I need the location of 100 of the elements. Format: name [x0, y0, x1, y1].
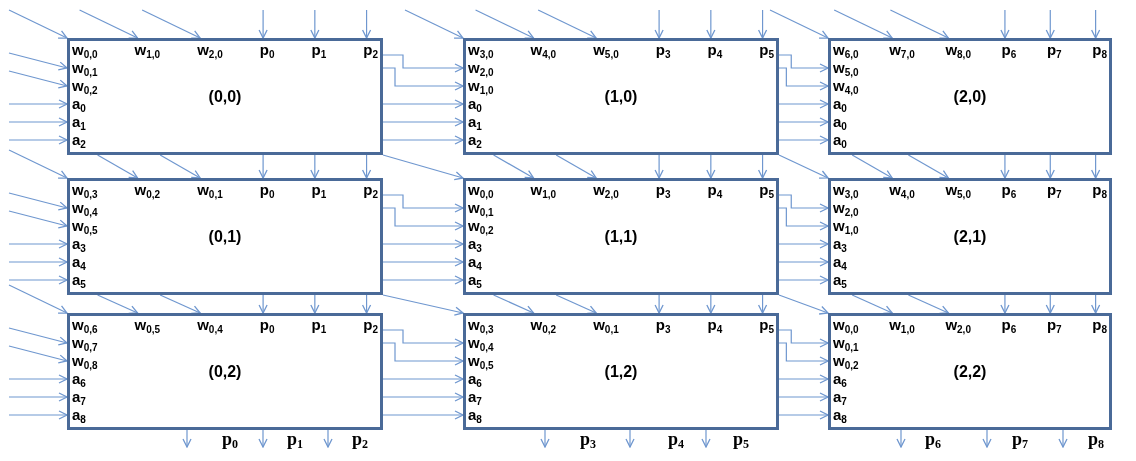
- arrow: [778, 67, 829, 91]
- arrow: [778, 392, 829, 402]
- arrow: [159, 154, 201, 179]
- processing-element-box: [463, 313, 779, 430]
- row-input-label: a$_{4}$: [833, 253, 848, 271]
- input-label: p$_{4}$: [707, 181, 723, 199]
- arrow: [778, 194, 829, 213]
- arrow: [706, 9, 716, 39]
- row-input-label: w$_{0,5}$: [72, 217, 98, 235]
- arrow: [8, 284, 68, 314]
- processing-element-box: [67, 38, 383, 155]
- row-input-label: w$_{0,2}$: [72, 77, 98, 95]
- input-label: w$_{7,0}$: [889, 41, 915, 59]
- row-input-label: a$_{2}$: [72, 131, 87, 149]
- row-input-label: w$_{0,4}$: [72, 199, 98, 217]
- arrow: [382, 207, 464, 231]
- arrow: [258, 294, 268, 314]
- arrow: [757, 9, 768, 39]
- arrow: [778, 135, 829, 145]
- input-label: p$_{8}$: [1092, 316, 1107, 334]
- arrow: [382, 329, 464, 348]
- row-input-label: a$_{0}$: [833, 95, 847, 113]
- row-input-label: a$_{4}$: [72, 253, 87, 271]
- input-label: p$_{0}$: [259, 41, 275, 59]
- arrow: [769, 9, 829, 39]
- coordinate-label: (1,1): [604, 227, 638, 246]
- arrow: [382, 117, 464, 127]
- arrow: [8, 9, 68, 39]
- input-label: w$_{4,0}$: [530, 41, 557, 59]
- arrow: [701, 429, 711, 448]
- input-label: p$_{3}$: [655, 181, 671, 199]
- input-label: w$_{0,4}$: [197, 316, 223, 334]
- arrow: [8, 345, 68, 364]
- arrow: [8, 70, 68, 89]
- processing-element-box: [463, 178, 779, 295]
- input-label: p$_{0}$: [259, 181, 275, 199]
- input-label: w$_{1,0}$: [134, 41, 161, 59]
- input-label: w$_{3,0}$: [833, 181, 859, 199]
- arrow: [382, 275, 464, 285]
- input-label: p$_{7}$: [1046, 316, 1062, 334]
- input-label: p$_{2}$: [363, 181, 378, 199]
- arrow: [778, 239, 829, 249]
- row-input-label: w$_{0,1}$: [468, 199, 494, 217]
- row-input-label: a$_{7}$: [833, 388, 848, 406]
- arrow: [382, 239, 464, 249]
- row-input-label: a$_{3}$: [72, 235, 86, 253]
- row-input-label: a$_{6}$: [833, 370, 847, 388]
- input-label: w$_{0,3}$: [72, 181, 98, 199]
- row-input-label: w$_{5,0}$: [833, 59, 859, 77]
- processing-element-box: [67, 178, 383, 295]
- input-label: p$_{5}$: [759, 41, 774, 59]
- input-label: p$_{6}$: [1001, 41, 1017, 59]
- row-input-label: w$_{2,0}$: [468, 59, 494, 77]
- input-label: w$_{3,0}$: [468, 41, 494, 59]
- arrow: [778, 294, 829, 315]
- input-label: w$_{0,1}$: [593, 316, 619, 334]
- arrow: [8, 210, 68, 229]
- coordinate-label: (0,1): [208, 227, 242, 246]
- coordinate-label: (0,2): [208, 362, 242, 381]
- row-input-label: a$_{3}$: [468, 235, 482, 253]
- arrow: [778, 54, 829, 73]
- arrow: [654, 9, 664, 39]
- input-label: w$_{2,0}$: [197, 41, 223, 59]
- arrow: [778, 410, 829, 420]
- input-label: w$_{1,0}$: [530, 181, 557, 199]
- coordinate-label: (2,1): [953, 227, 987, 246]
- input-label: w$_{0,0}$: [468, 181, 494, 199]
- arrow: [1045, 154, 1055, 179]
- arrow: [778, 374, 829, 384]
- input-label: w$_{0,0}$: [72, 41, 98, 59]
- arrow: [1045, 294, 1055, 314]
- arrow: [382, 392, 464, 402]
- coordinate-label: (2,2): [953, 362, 987, 381]
- arrow: [8, 239, 68, 249]
- arrow: [8, 192, 68, 211]
- arrow: [258, 9, 268, 39]
- input-label: p$_{3}$: [655, 316, 671, 334]
- input-label: w$_{4,0}$: [889, 181, 915, 199]
- arrow: [382, 410, 464, 420]
- arrow: [778, 342, 829, 366]
- input-label: p$_{4}$: [707, 41, 723, 59]
- arrow: [8, 52, 68, 71]
- output-label: p$_{6}$: [925, 428, 941, 450]
- arrow: [757, 294, 768, 314]
- output-label: p$_{7}$: [1012, 428, 1028, 450]
- row-input-label: a$_{8}$: [468, 406, 483, 424]
- arrow: [361, 294, 372, 314]
- arrow: [258, 154, 268, 179]
- row-input-label: a$_{8}$: [72, 406, 87, 424]
- arrow: [382, 194, 464, 213]
- arrow: [778, 154, 829, 179]
- input-label: w$_{1,0}$: [889, 316, 915, 334]
- arrow: [8, 117, 68, 127]
- input-label: w$_{0,6}$: [72, 316, 98, 334]
- coordinate-label: (2,0): [953, 87, 987, 106]
- input-label: w$_{0,2}$: [134, 181, 161, 199]
- arrow: [778, 207, 829, 231]
- input-label: p$_{3}$: [655, 41, 671, 59]
- row-input-label: w$_{0,1}$: [72, 59, 98, 77]
- arrow: [778, 329, 829, 348]
